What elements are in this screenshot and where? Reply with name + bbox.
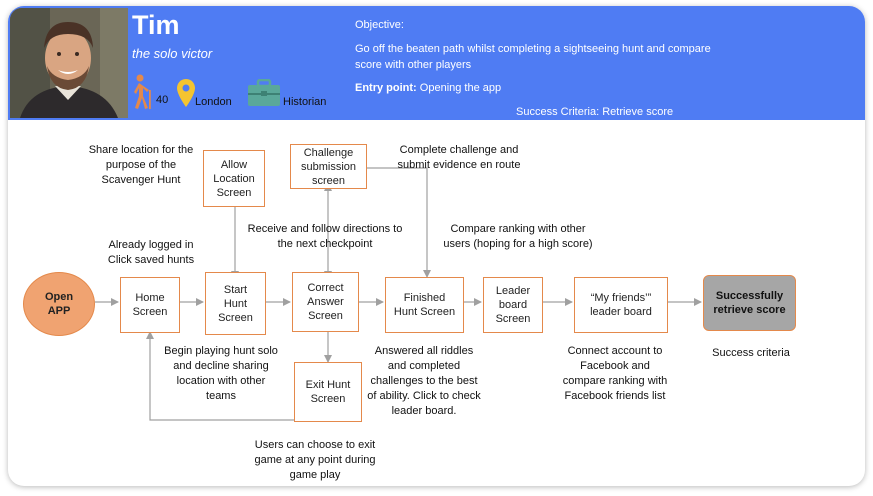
exit-hunt-node: Exit Hunt Screen bbox=[294, 362, 362, 422]
note-success-criteria: Success criteria bbox=[712, 347, 790, 359]
entry-point-value: Opening the app bbox=[419, 82, 502, 94]
success-node: Successfully retrieve score bbox=[703, 275, 796, 331]
persona-header: Tim the solo victor 40 London Historian … bbox=[8, 6, 865, 120]
note-complete-challenge: Complete challenge and submit evidence e… bbox=[397, 144, 521, 171]
allow-location-node: Allow Location Screen bbox=[203, 150, 265, 207]
persona-tagline: the solo victor bbox=[132, 46, 213, 61]
open-app-node: Open APP bbox=[23, 272, 95, 336]
person-walking-cane-icon bbox=[134, 74, 151, 109]
success-criteria: Success Criteria: Retrieve score bbox=[516, 104, 673, 120]
note-logged-in: Already logged in Click saved hunts bbox=[107, 239, 195, 266]
flow-arrows bbox=[95, 167, 702, 421]
objective-heading: Objective: bbox=[355, 19, 404, 31]
note-answered: Answered all riddles and completed chall… bbox=[367, 345, 481, 417]
persona-age: 40 bbox=[156, 94, 169, 106]
persona-photo bbox=[10, 8, 128, 118]
persona-occupation: Historian bbox=[283, 96, 327, 108]
friends-leader-board-node: “My friends’” leader board bbox=[574, 277, 668, 333]
arrow-challenge-finished bbox=[367, 167, 431, 278]
note-share-location: Share location for the purpose of the Sc… bbox=[88, 144, 194, 186]
persona-journey-card: Tim the solo victor 40 London Historian … bbox=[8, 6, 865, 486]
note-facebook: Connect account to Facebook and compare … bbox=[562, 345, 668, 402]
map-pin-icon bbox=[177, 79, 195, 107]
finished-hunt-node: Finished Hunt Screen bbox=[385, 277, 464, 333]
briefcase-icon bbox=[248, 79, 280, 106]
challenge-submission-node: Challenge submission screen bbox=[290, 144, 367, 189]
arrow-exit-home bbox=[146, 331, 294, 421]
user-flow-diagram: Open APP Home Screen Allow Location Scre… bbox=[8, 120, 865, 486]
entry-point-label: Entry point: bbox=[355, 82, 417, 94]
leader-board-node: Leader board Screen bbox=[483, 277, 543, 333]
note-exit-any-point: Users can choose to exit game at any poi… bbox=[254, 439, 376, 481]
objective-text: Go off the beaten path whilst completing… bbox=[355, 43, 711, 71]
persona-location: London bbox=[195, 96, 232, 108]
correct-answer-node: Correct Answer Screen bbox=[292, 272, 359, 332]
persona-name: Tim bbox=[132, 10, 180, 40]
home-screen-node: Home Screen bbox=[120, 277, 180, 333]
success-criteria-label: Success Criteria: bbox=[516, 106, 600, 118]
success-criteria-value: Retrieve score bbox=[602, 106, 674, 118]
start-hunt-node: Start Hunt Screen bbox=[205, 272, 266, 335]
note-receive-directions: Receive and follow directions to the nex… bbox=[247, 223, 403, 250]
entry-point: Entry point: Opening the app bbox=[355, 80, 501, 96]
note-begin-playing: Begin playing hunt solo and decline shar… bbox=[164, 345, 278, 402]
note-compare-ranking: Compare ranking with other users (hoping… bbox=[443, 223, 593, 250]
